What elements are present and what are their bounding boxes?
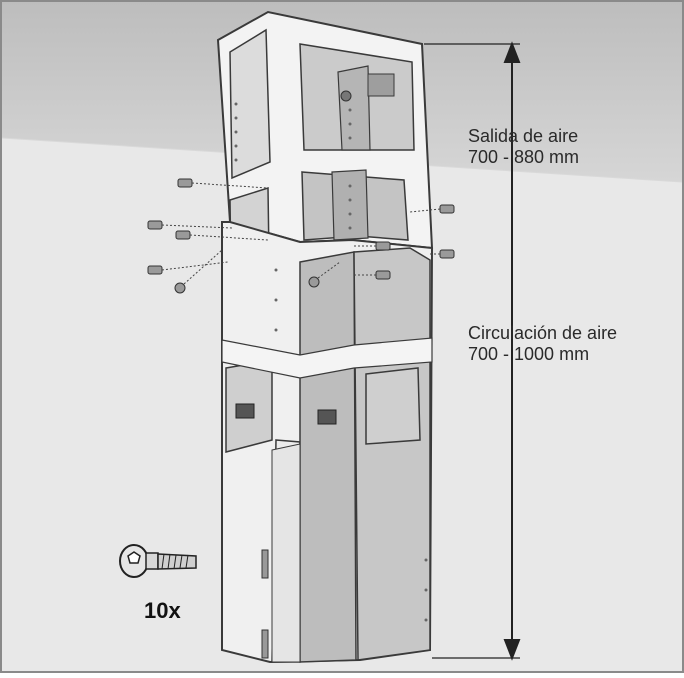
exhaust-range: 700 - 880 mm <box>468 147 580 167</box>
perforations <box>234 102 428 622</box>
exhaust-title: Salida de aire <box>468 126 579 146</box>
upper-window-left <box>229 28 271 180</box>
dimension-arrow <box>424 41 521 661</box>
opening-center <box>317 409 337 425</box>
lower-bottom-fold <box>271 443 301 663</box>
middle-rail <box>331 169 369 241</box>
upper-screw-head <box>340 90 352 102</box>
screw-lines-right <box>317 208 441 279</box>
lower-window-right <box>365 367 421 445</box>
recirculation-range: 700 - 1000 mm <box>468 344 590 364</box>
upper-rail <box>337 65 371 151</box>
lower-crossbar <box>221 337 433 379</box>
hinge-bottom <box>261 629 269 659</box>
recirculation-title: Circulación de aire <box>468 323 618 343</box>
screw-lines-left <box>161 182 269 285</box>
screw-cluster-left <box>147 178 193 294</box>
opening-left <box>235 403 255 419</box>
hinge-top <box>261 549 269 579</box>
upper-bracket <box>367 73 395 97</box>
lower-panel-right <box>353 247 431 661</box>
screw-count: 10x <box>144 598 181 623</box>
lower-panel-front <box>299 251 357 663</box>
torx-screw-icon <box>119 544 197 578</box>
